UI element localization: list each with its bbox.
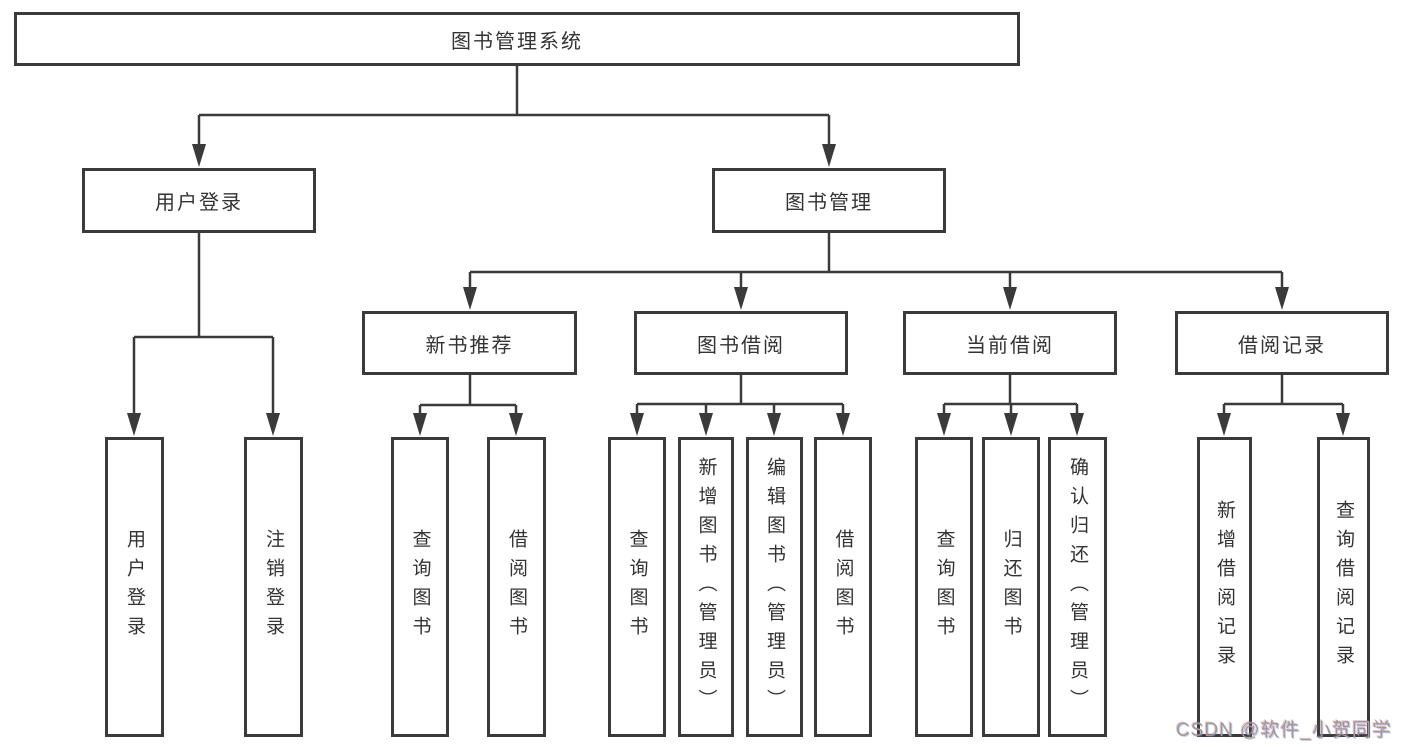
connector-borrow-records-to-leaves xyxy=(1217,375,1350,436)
node-root-system: 图书管理系统 xyxy=(14,12,1020,66)
connector-new-book-recommend-to-leaves xyxy=(413,375,523,436)
connector-current-borrow-to-leaves xyxy=(937,375,1084,436)
csdn-watermark: CSDN @软件_小贺同学 xyxy=(1176,720,1392,741)
leaf-confirm-return-admin: 确认归还（管理员） xyxy=(1048,437,1107,737)
leaf-query-books-recommend: 查询图书 xyxy=(391,437,449,737)
leaf-query-books-borrow: 查询图书 xyxy=(608,437,666,737)
connector-book-management-to-level3 xyxy=(463,233,1289,310)
node-user-login: 用户登录 xyxy=(82,168,316,233)
node-book-management: 图书管理 xyxy=(712,168,946,233)
connector-user-login-to-leaves xyxy=(127,233,280,436)
connector-book-borrow-to-leaves xyxy=(630,375,850,436)
connector-root-to-level2 xyxy=(192,66,836,167)
leaf-query-borrow-record: 查询借阅记录 xyxy=(1317,437,1370,737)
leaf-borrow-books: 借阅图书 xyxy=(814,437,872,737)
leaf-user-login: 用户登录 xyxy=(105,437,164,737)
leaf-borrow-books-recommend: 借阅图书 xyxy=(487,437,546,737)
leaf-add-borrow-record: 新增借阅记录 xyxy=(1197,437,1252,737)
leaf-logout: 注销登录 xyxy=(244,437,303,737)
node-current-borrow: 当前借阅 xyxy=(903,311,1117,375)
leaf-return-books: 归还图书 xyxy=(982,437,1040,737)
node-new-book-recommend: 新书推荐 xyxy=(362,311,577,375)
node-borrow-records: 借阅记录 xyxy=(1175,311,1389,375)
leaf-query-books-current: 查询图书 xyxy=(915,437,973,737)
leaf-edit-books-admin: 编辑图书（管理员） xyxy=(746,437,803,737)
node-book-borrow: 图书借阅 xyxy=(634,311,848,375)
leaf-add-books-admin: 新增图书（管理员） xyxy=(678,437,734,737)
